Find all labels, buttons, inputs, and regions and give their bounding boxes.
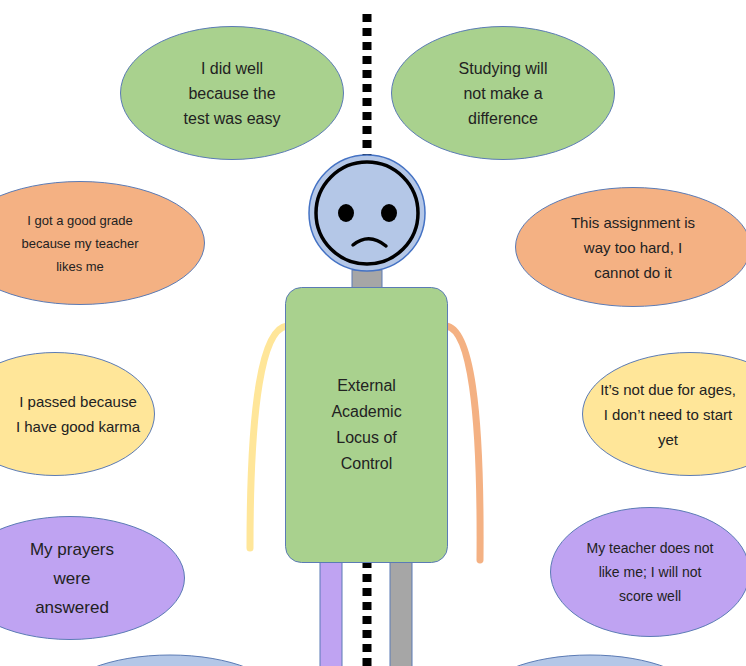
right-leg [390, 562, 412, 666]
thought-text: It’s not due for ages, I don’t need to s… [598, 377, 738, 452]
neck [352, 270, 382, 289]
eye [381, 204, 397, 222]
thought-ellipse: My teacher does not like me; I will not … [550, 507, 746, 637]
thought-text: My teacher does not like me; I will not … [585, 536, 715, 608]
node-outline [0, 516, 185, 640]
right-arm [446, 326, 480, 560]
thought-text: My prayers were answered [17, 535, 127, 622]
partial-ellipse [480, 655, 700, 666]
thought-ellipse: It’s not due for ages, I don’t need to s… [582, 352, 746, 476]
thought-ellipse: I passed because I have good karma [0, 352, 155, 476]
thought-ellipse: This assignment is way too hard, I canno… [515, 187, 746, 307]
thought-ellipse: Studying will not make a difference [391, 26, 615, 160]
node-outline [0, 352, 155, 476]
head [309, 155, 425, 271]
thought-text: I passed because I have good karma [16, 389, 141, 439]
body-label: External Academic Locus of Control [317, 373, 417, 477]
thought-text: I got a good grade because my teacher li… [10, 209, 150, 278]
thought-ellipse: I did well because the test was easy [120, 26, 344, 160]
face-ring [316, 162, 418, 264]
thought-text: Studying will not make a difference [448, 56, 558, 131]
thought-ellipse: My prayers were answered [0, 516, 185, 640]
body-box: External Academic Locus of Control [285, 287, 448, 563]
thought-ellipse: I got a good grade because my teacher li… [0, 181, 205, 305]
eye [338, 204, 354, 222]
node-outline [285, 287, 448, 563]
thought-text: I did well because the test was easy [177, 56, 287, 131]
left-arm [250, 326, 287, 548]
frown [353, 239, 386, 246]
left-leg [320, 562, 342, 666]
partial-ellipse [60, 655, 280, 666]
thought-text: This assignment is way too hard, I canno… [563, 210, 703, 285]
